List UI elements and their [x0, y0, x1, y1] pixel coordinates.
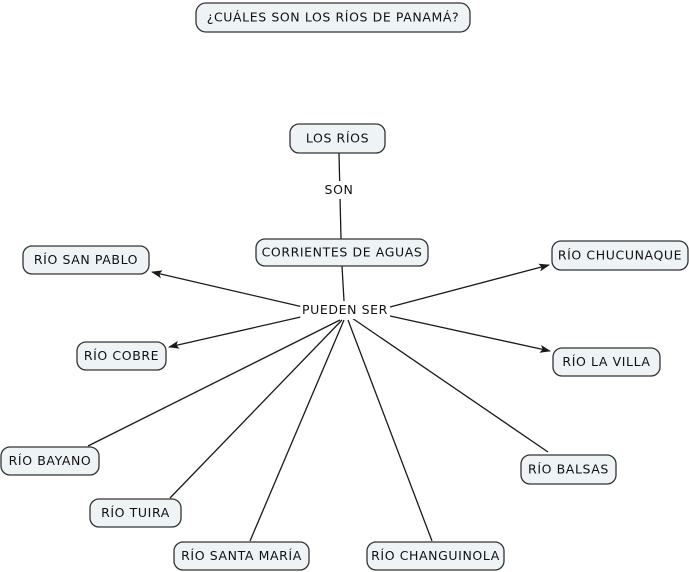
edge-hub-to-rio-bayano: [87, 319, 341, 447]
node-rio-san-pablo-box: [22, 245, 150, 275]
link-label-pueden-ser-text: PUEDEN SER: [302, 302, 388, 317]
edge-hub-to-rio-changuinola: [347, 319, 433, 542]
node-rio-cobre-box: [76, 341, 167, 371]
link-label-pueden-ser: PUEDEN SER: [300, 301, 390, 319]
node-corrientes-de-aguas-label: CORRIENTES DE AGUAS: [262, 245, 423, 260]
node-rio-san-pablo-label: RÍO SAN PABLO: [34, 252, 138, 267]
edge-hub-to-rio-balsas: [351, 317, 549, 453]
node-rio-balsas[interactable]: RÍO BALSAS: [520, 454, 617, 485]
edge-hub-to-rio-la-villa: [389, 315, 551, 353]
node-rio-cobre[interactable]: RÍO COBRE: [76, 341, 167, 371]
node-rio-balsas-label: RÍO BALSAS: [528, 462, 609, 477]
node-rio-tuira[interactable]: RÍO TUIRA: [89, 498, 182, 528]
node-corrientes-de-aguas[interactable]: CORRIENTES DE AGUAS: [255, 238, 429, 267]
link-labels-layer: SON PUEDEN SER: [300, 181, 390, 319]
edge-hub-to-rio-cobre: [168, 315, 306, 349]
node-rio-santa-maria-label: RÍO SANTA MARÍA: [181, 548, 302, 563]
node-rio-changuinola-label: RÍO CHANGUINOLA: [371, 548, 500, 563]
title-node[interactable]: ¿CUÁLES SON LOS RÍOS DE PANAMÁ?: [195, 2, 471, 33]
node-rio-chucunaque-box: [551, 240, 689, 271]
edge-hub-to-rio-tuira: [169, 319, 343, 499]
node-rio-bayano[interactable]: RÍO BAYANO: [0, 446, 100, 476]
node-los-rios-box: [289, 123, 386, 154]
edge-hub-to-rio-santa-maria: [249, 319, 345, 542]
node-rio-chucunaque-label: RÍO CHUCUNAQUE: [558, 248, 682, 263]
link-label-pueden-ser-backdrop: [300, 301, 390, 319]
node-los-rios[interactable]: LOS RÍOS: [289, 123, 386, 154]
node-rio-changuinola[interactable]: RÍO CHANGUINOLA: [366, 541, 505, 571]
node-rio-balsas-box: [520, 454, 617, 485]
node-rio-cobre-label: RÍO COBRE: [84, 348, 159, 363]
node-rio-san-pablo[interactable]: RÍO SAN PABLO: [22, 245, 150, 275]
node-rio-santa-maria-box: [173, 541, 310, 571]
node-rio-la-villa-box: [552, 347, 661, 377]
node-rio-santa-maria[interactable]: RÍO SANTA MARÍA: [173, 541, 310, 571]
edge-hub-to-rio-chucunaque: [389, 263, 550, 308]
node-rio-tuira-label: RÍO TUIRA: [101, 505, 170, 520]
link-label-son-text: SON: [325, 182, 354, 197]
node-rio-changuinola-box: [366, 541, 505, 571]
node-corrientes-de-aguas-box: [255, 238, 429, 267]
link-label-son: SON: [323, 181, 355, 199]
title-node-box: [195, 2, 471, 33]
node-rio-bayano-label: RÍO BAYANO: [9, 453, 92, 468]
node-rio-tuira-box: [89, 498, 182, 528]
node-los-rios-label: LOS RÍOS: [306, 131, 369, 146]
node-rio-chucunaque[interactable]: RÍO CHUCUNAQUE: [551, 240, 689, 271]
link-label-son-backdrop: [323, 181, 355, 199]
node-rio-la-villa[interactable]: RÍO LA VILLA: [552, 347, 661, 377]
edge-hub-to-rio-san-pablo: [151, 270, 304, 308]
node-rio-la-villa-label: RÍO LA VILLA: [562, 354, 650, 369]
edge-corrientes-to-hub: [341, 265, 345, 302]
edges-layer: [87, 152, 551, 542]
node-rio-bayano-box: [0, 446, 100, 476]
title-node-label: ¿CUÁLES SON LOS RÍOS DE PANAMÁ?: [207, 10, 460, 25]
